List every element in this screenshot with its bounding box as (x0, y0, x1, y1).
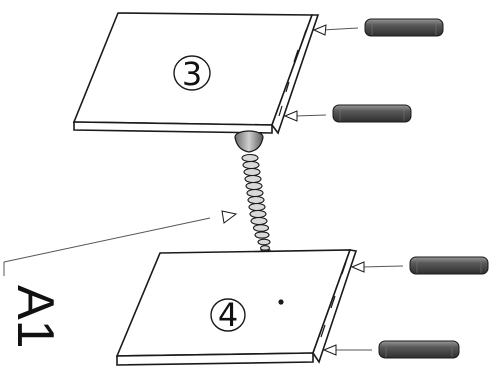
panel-top (72, 12, 320, 135)
panel-bottom (115, 249, 358, 366)
part-number-top: 3 (182, 55, 202, 93)
dowel-top-upper (312, 18, 444, 37)
dowel-top-lower (283, 104, 412, 123)
dowel-bottom-lower (322, 340, 460, 359)
callout-label: A1 (6, 285, 64, 349)
part-number-bottom: 4 (218, 296, 238, 334)
screw-hole (278, 299, 284, 305)
dowel-bottom-upper (350, 256, 489, 275)
part-number-badge-top: 3 (173, 55, 211, 93)
part-number-badge-bottom: 4 (210, 296, 246, 334)
callout-a1: A1 (3, 210, 238, 349)
